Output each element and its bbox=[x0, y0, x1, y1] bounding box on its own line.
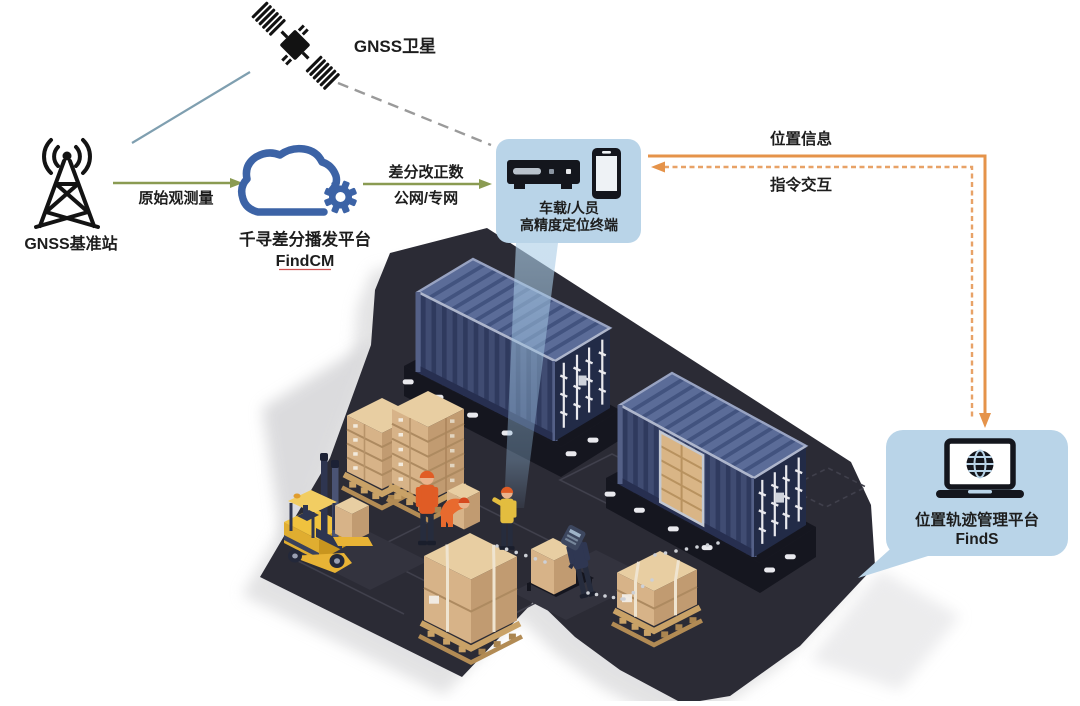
svg-text:千寻差分播发平台: 千寻差分播发平台 bbox=[239, 229, 371, 249]
svg-text:位置轨迹管理平台: 位置轨迹管理平台 bbox=[915, 510, 1039, 529]
svg-text:指令交互: 指令交互 bbox=[770, 175, 833, 194]
svg-text:差分改正数: 差分改正数 bbox=[388, 163, 464, 181]
svg-text:FindS: FindS bbox=[955, 531, 998, 548]
svg-text:FindCM: FindCM bbox=[276, 253, 335, 270]
svg-text:位置信息: 位置信息 bbox=[770, 129, 833, 148]
svg-text:高精度定位终端: 高精度定位终端 bbox=[520, 217, 618, 233]
svg-text:原始观测量: 原始观测量 bbox=[138, 189, 213, 207]
svg-text:公网/专网: 公网/专网 bbox=[394, 189, 458, 207]
svg-text:GNSS基准站: GNSS基准站 bbox=[24, 234, 117, 253]
svg-text:车载/人员: 车载/人员 bbox=[539, 200, 599, 216]
svg-text:GNSS卫星: GNSS卫星 bbox=[354, 37, 436, 56]
